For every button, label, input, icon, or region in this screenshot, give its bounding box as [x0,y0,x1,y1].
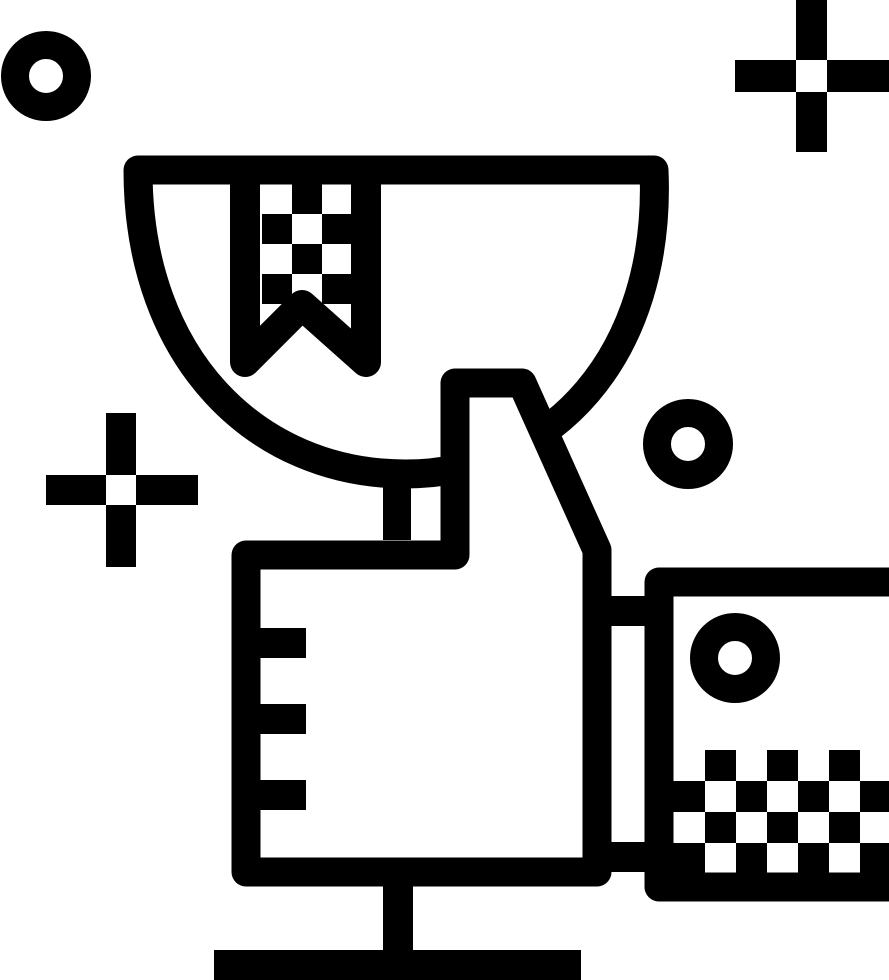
sleeve-icon [644,567,889,902]
sparkle-icon [46,413,198,567]
checkered-pattern-icon [262,184,352,304]
sparkle-icon [735,0,889,152]
circle-icon [643,399,733,489]
ribbon-icon [230,184,381,377]
checkered-pattern-icon [673,750,889,873]
circle-icon [1,31,91,121]
thumbs-up-icon [214,368,645,980]
